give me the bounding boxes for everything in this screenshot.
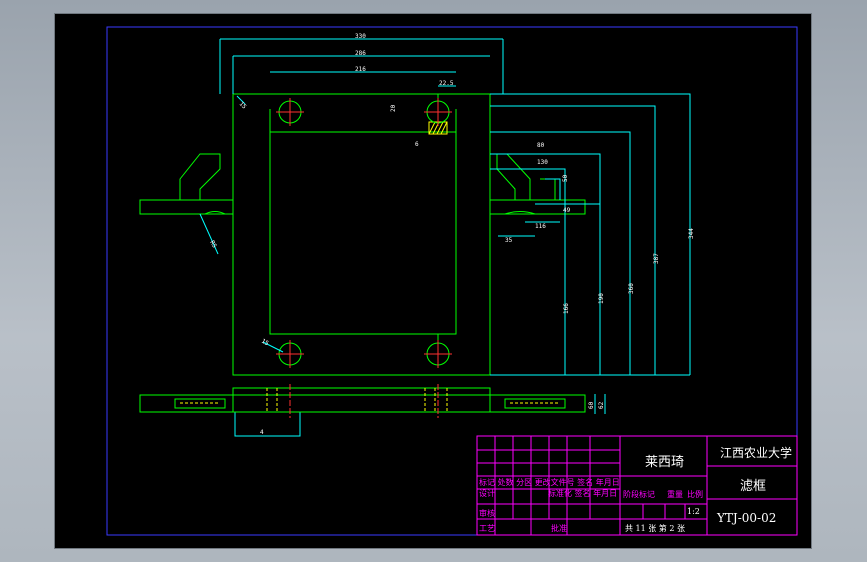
dim-62: 62	[598, 401, 605, 409]
dim-20: 20	[390, 104, 397, 112]
dim-330: 330	[355, 33, 366, 40]
dim-r15: 15	[238, 100, 248, 110]
dim-50: 50	[562, 174, 569, 182]
cad-drawing: 330 286 216 22.5 20 6 15 80 130 50 49 11…	[106, 26, 798, 536]
dimension-texts: 330 286 216 22.5 20 6 15 80 130 50 49 11…	[208, 33, 695, 436]
title-block-grid	[476, 435, 798, 536]
plan-view	[139, 93, 586, 376]
sheet-border	[106, 26, 798, 536]
dim-116: 116	[535, 223, 546, 230]
side-view-centerlines	[289, 384, 439, 418]
approve-label: 批准	[551, 523, 567, 533]
drafter-name: 莱西琦	[645, 455, 684, 470]
side-view-hidden	[180, 388, 560, 412]
right-handle-bracket	[496, 153, 531, 200]
header-row-label: 标记 处数 分区 更改文件号 签名 年月日	[479, 477, 620, 487]
dim-360: 360	[628, 283, 635, 294]
dim-49: 49	[563, 207, 571, 214]
scale-value: 1:2	[687, 507, 700, 516]
dim-6: 6	[415, 141, 419, 148]
dim-22-5: 22.5	[439, 80, 454, 87]
dim-387: 387	[653, 253, 660, 264]
dim-216: 216	[355, 66, 366, 73]
review-label: 审核	[479, 508, 495, 518]
design-label: 设计	[479, 488, 495, 498]
process-label: 工艺	[479, 524, 495, 533]
stage-label: 阶段标记	[623, 489, 655, 499]
dim-r85: R5	[208, 240, 218, 250]
dim-35: 35	[505, 237, 513, 244]
cad-viewport[interactable]: 330 286 216 22.5 20 6 15 80 130 50 49 11…	[55, 14, 811, 548]
side-view	[139, 387, 586, 413]
university-name: 江西农业大学	[720, 445, 792, 460]
scale-label: 比例	[687, 489, 703, 499]
dim-190: 190	[598, 293, 605, 304]
title-block-text: 莱西琦 江西农业大学 滤框 YTJ-00-02 标记 处数 分区 更改文件号 签…	[479, 445, 792, 533]
dim-166: 166	[563, 303, 570, 314]
frame-inner-chamber	[269, 131, 457, 335]
standard-label: 标准化 签名 年月日	[548, 488, 617, 498]
dim-4: 4	[260, 429, 264, 436]
dim-60: 60	[588, 401, 595, 409]
drawing-number: YTJ-00-02	[716, 511, 776, 525]
part-name: 滤框	[740, 479, 766, 494]
frame-outer-outline	[232, 93, 491, 376]
dim-80: 80	[537, 142, 545, 149]
dim-130: 130	[537, 159, 548, 166]
dim-344: 344	[688, 228, 695, 239]
left-handle	[139, 199, 234, 215]
left-handle-bracket	[179, 153, 221, 200]
mounting-holes	[276, 98, 452, 368]
dim-286: 286	[355, 50, 366, 57]
dimension-lines	[199, 38, 691, 437]
dim-r15-bottom: 15	[260, 338, 270, 348]
weight-label: 重量	[667, 489, 683, 499]
right-handle	[490, 199, 586, 215]
sheet-info: 共 11 张 第 2 张	[625, 523, 685, 533]
